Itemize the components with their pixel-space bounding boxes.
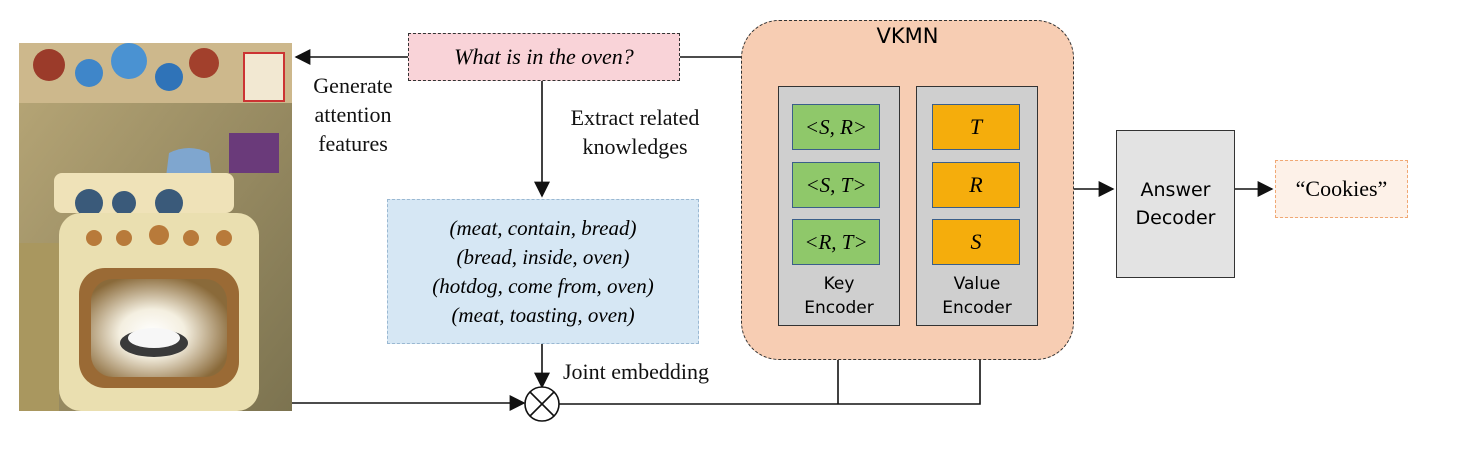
- knowledge-triples-box: (meat, contain, bread) (bread, inside, o…: [387, 199, 699, 344]
- generate-attention-line-1: Generate: [313, 73, 393, 98]
- key-encoder-label: Key Encoder: [778, 272, 900, 320]
- joint-embedding-operator: [524, 386, 560, 422]
- triple-item: (meat, contain, bread): [449, 215, 637, 240]
- answer-decoder-box: Answer Decoder: [1116, 130, 1235, 278]
- key-slot: <R, T>: [792, 219, 880, 265]
- value-slot: R: [932, 162, 1020, 208]
- generate-attention-line-3: features: [318, 131, 388, 156]
- triple-item: (meat, toasting, oven): [451, 302, 635, 327]
- triple-item: (hotdog, come from, oven): [432, 273, 654, 298]
- kitchen-oven-photo: [19, 43, 292, 411]
- key-slot: <S, R>: [792, 104, 880, 150]
- key-slot: <S, T>: [792, 162, 880, 208]
- decoder-line-2: Decoder: [1135, 207, 1216, 229]
- extract-knowledge-label: Extract related knowledges: [548, 103, 722, 161]
- value-encoder-line-1: Value: [953, 274, 1001, 294]
- value-encoder-line-2: Encoder: [942, 298, 1012, 318]
- value-encoder-label: Value Encoder: [916, 272, 1038, 320]
- decoder-line-1: Answer: [1140, 179, 1211, 201]
- answer-box: “Cookies”: [1275, 160, 1408, 218]
- extract-knowledge-line-1: Extract related: [570, 105, 700, 130]
- oven-illustration: [19, 43, 292, 411]
- generate-attention-label: Generate attention features: [296, 71, 410, 158]
- question-text: What is in the oven?: [454, 44, 634, 69]
- generate-attention-line-2: attention: [314, 102, 392, 127]
- key-encoder-line-2: Encoder: [804, 298, 874, 318]
- key-encoder-line-1: Key: [823, 274, 855, 294]
- extract-knowledge-line-2: knowledges: [582, 134, 688, 159]
- value-slot: S: [932, 219, 1020, 265]
- value-slot: T: [932, 104, 1020, 150]
- vkmn-title: VKMN: [876, 24, 939, 48]
- triple-item: (bread, inside, oven): [456, 244, 630, 269]
- answer-text: “Cookies”: [1295, 176, 1388, 201]
- question-box: What is in the oven?: [408, 33, 680, 81]
- joint-embedding-label: Joint embedding: [563, 359, 710, 384]
